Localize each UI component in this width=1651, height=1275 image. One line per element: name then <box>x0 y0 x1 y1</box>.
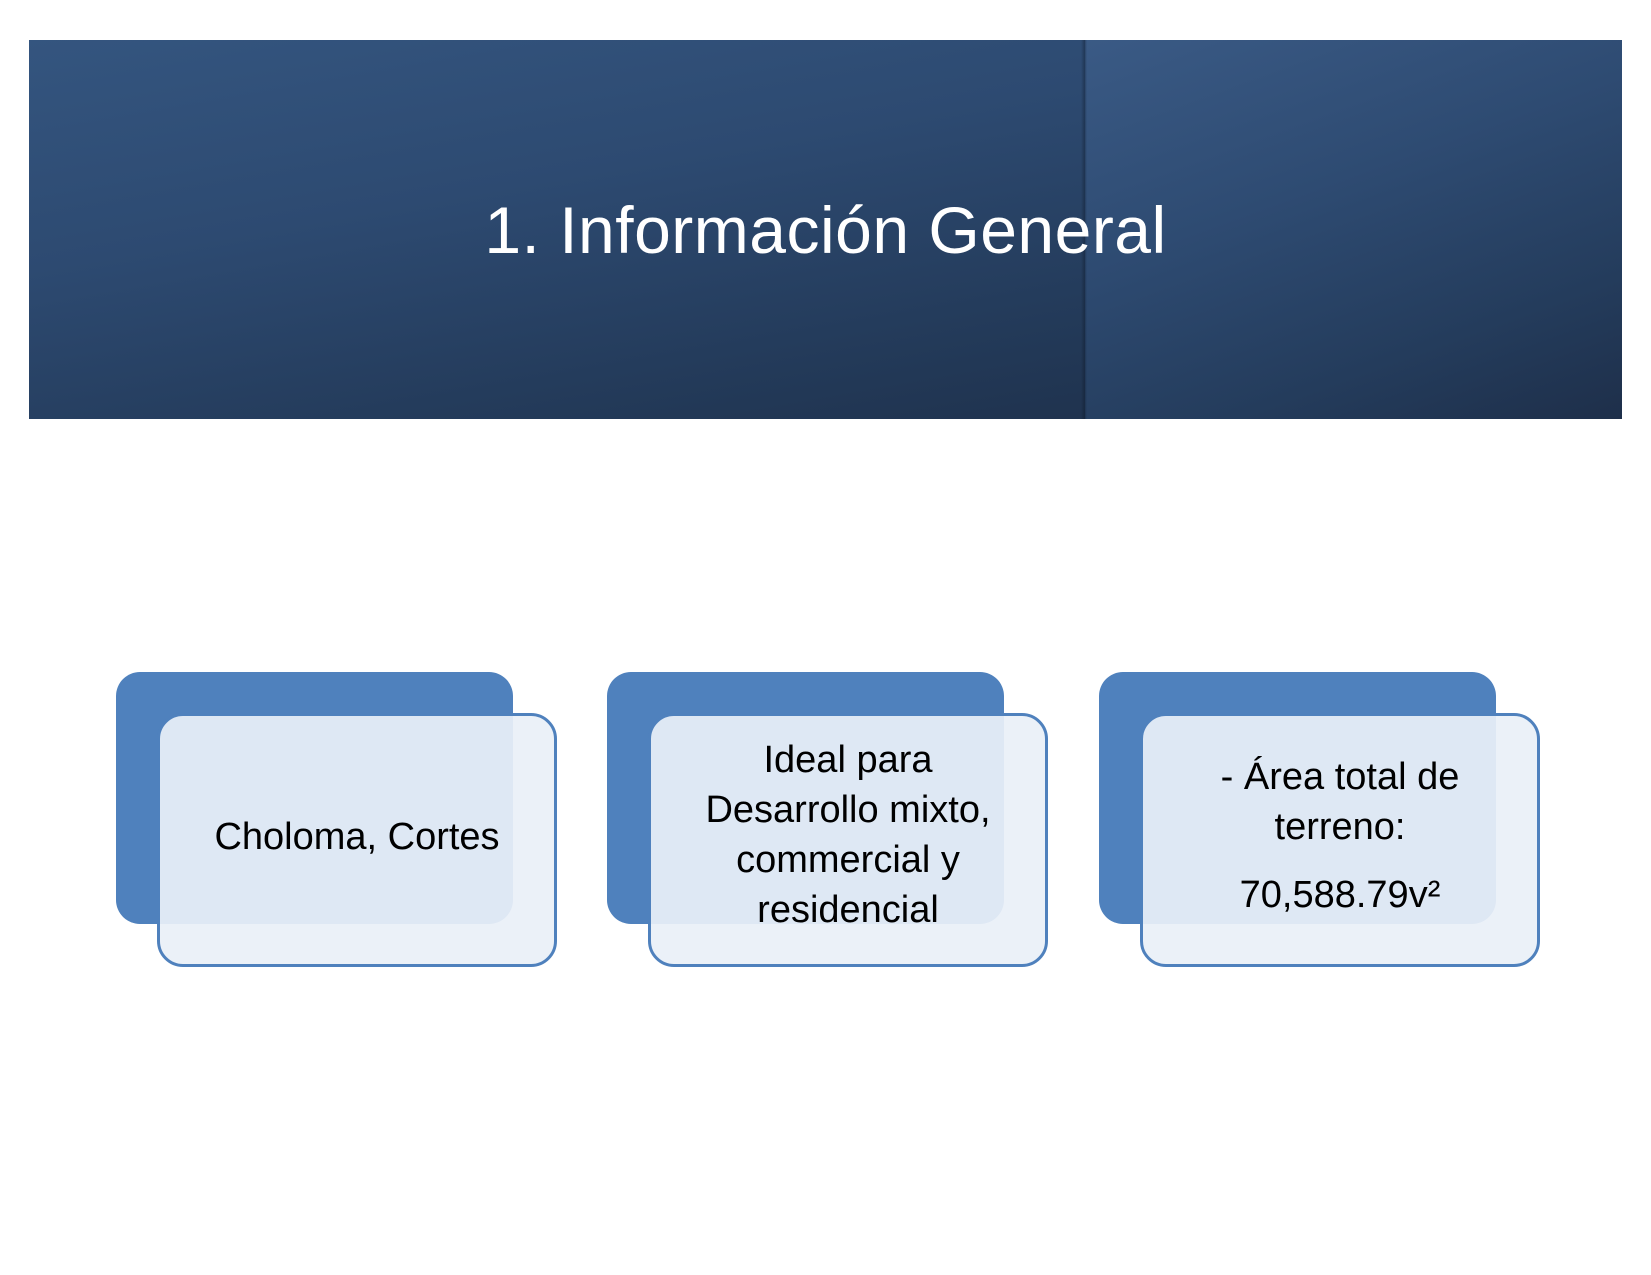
banner-divider <box>1081 40 1087 419</box>
card-line: - Área total de <box>1220 756 1460 798</box>
banner-right-panel <box>1085 40 1622 419</box>
card-area-text: - Área total de terreno: 70,588.79v² <box>1140 752 1540 920</box>
title-banner <box>29 40 1622 419</box>
card-usage-text: Ideal para Desarrollo mixto, commercial … <box>648 735 1048 935</box>
card-line: Choloma, Cortes <box>214 816 500 858</box>
card-line: commercial y <box>736 839 960 881</box>
card-line: Desarrollo mixto, <box>705 789 991 831</box>
card-area: - Área total de terreno: 70,588.79v² <box>1099 672 1544 972</box>
card-location-text: Choloma, Cortes <box>157 812 557 862</box>
slide-title: 1. Información General <box>484 192 1167 267</box>
card-line: terreno: <box>1274 806 1406 848</box>
card-front-shape <box>157 713 557 967</box>
card-location: Choloma, Cortes <box>116 672 561 972</box>
card-usage: Ideal para Desarrollo mixto, commercial … <box>607 672 1052 972</box>
card-line: residencial <box>757 889 939 931</box>
card-front-shape <box>1140 713 1540 967</box>
card-front-shape <box>648 713 1048 967</box>
card-line: 70,588.79v² <box>1239 874 1441 916</box>
slide-title-container: 1. Información General <box>29 40 1622 419</box>
card-line: Ideal para <box>763 739 933 781</box>
